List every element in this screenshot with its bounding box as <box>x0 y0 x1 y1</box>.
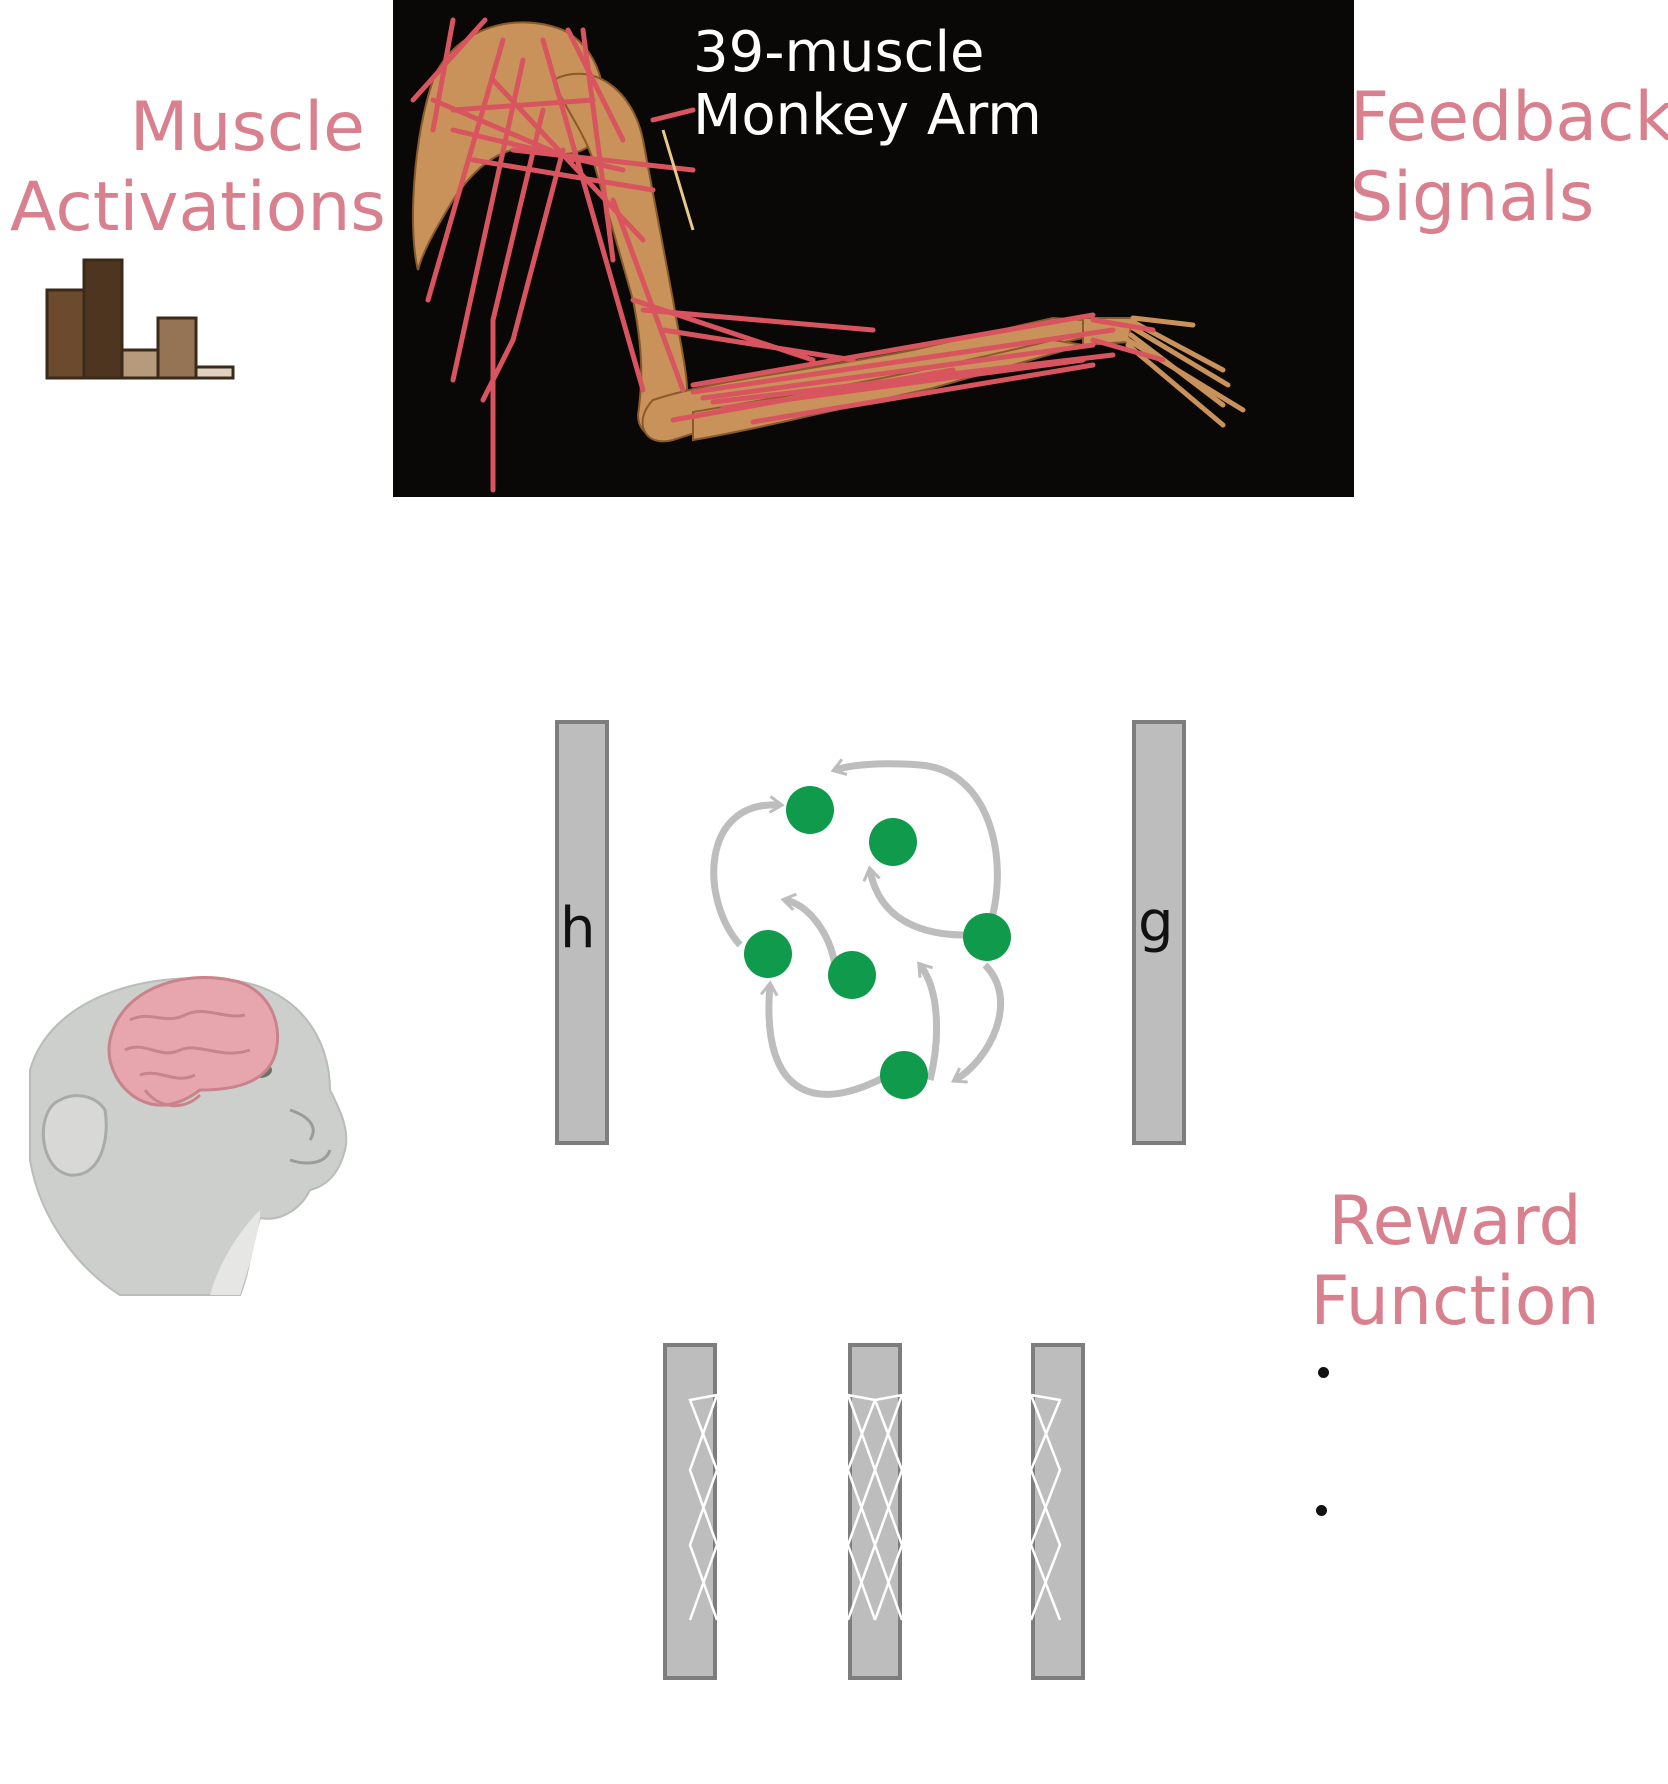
connection-arc <box>830 758 1001 927</box>
finger-bones <box>1125 315 1246 428</box>
brain-icon <box>107 976 280 1108</box>
arm-title-line1: 39-muscle <box>693 20 985 85</box>
network-unit <box>880 1051 928 1099</box>
connection-arc <box>950 962 1005 1084</box>
monkey-head-icon <box>29 976 348 1296</box>
output-layer-bar <box>1132 720 1186 1145</box>
monkey-arm-illustration <box>410 17 1246 493</box>
connection-arc <box>710 795 785 948</box>
histogram-icon <box>45 258 235 380</box>
output-layer-letter: g <box>1138 890 1174 955</box>
input-layer-bar <box>555 720 609 1145</box>
connection-arc <box>759 980 907 1098</box>
arm-muscles <box>410 17 1166 493</box>
reward-function-line1: Reward <box>1328 1182 1582 1261</box>
muscle-activations-label: Muscle Activations <box>10 88 386 248</box>
connection-arc <box>917 961 941 1081</box>
network-unit <box>744 930 792 978</box>
recurrent-connections <box>710 758 1005 1098</box>
arm-title: 39-muscle Monkey Arm <box>693 20 1042 148</box>
arm-tendon <box>661 129 695 231</box>
muscle-activations-line1: Muscle <box>129 88 365 167</box>
monkey-arm-panel: 39-muscle Monkey Arm <box>393 0 1354 497</box>
feedback-signals-line1: Feedback <box>1350 78 1668 157</box>
reward-bullet-2 <box>1316 1505 1327 1516</box>
connection-arc <box>780 892 839 966</box>
mlp-edges-3 <box>1029 1393 1062 1621</box>
mlp-edges-2b <box>873 1393 904 1621</box>
connection-arc <box>862 865 966 939</box>
network-unit <box>963 913 1011 961</box>
mlp-edges-1 <box>688 1393 719 1621</box>
network-unit <box>869 818 917 866</box>
feedback-signals-label: Feedback Signals <box>1350 78 1668 238</box>
reward-function-label: Reward Function <box>1290 1182 1620 1342</box>
reward-function-line2: Function <box>1310 1262 1600 1342</box>
feedback-signals-line2: Signals <box>1350 158 1595 238</box>
network-unit <box>786 786 834 834</box>
muscle-activations-line2: Activations <box>10 168 386 248</box>
mlp-edges-2a <box>846 1393 877 1621</box>
network-units <box>744 786 1011 1099</box>
network-unit <box>828 951 876 999</box>
input-layer-letter: h <box>560 896 596 961</box>
reward-bullet-1 <box>1318 1367 1329 1378</box>
arm-title-line2: Monkey Arm <box>693 82 1042 148</box>
